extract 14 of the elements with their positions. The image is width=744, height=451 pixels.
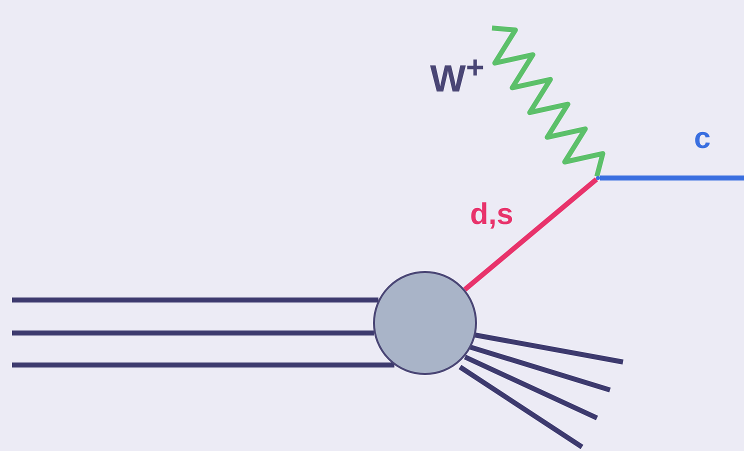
particle-line bbox=[474, 332, 624, 364]
particle-line bbox=[600, 176, 744, 180]
edge-label: W$^{+}$ bbox=[430, 52, 484, 99]
particle-line bbox=[469, 344, 611, 392]
particle-line bbox=[12, 330, 374, 336]
particle-line bbox=[12, 362, 394, 368]
particle-line bbox=[12, 298, 378, 302]
particle-line bbox=[458, 364, 584, 450]
edge-label: c bbox=[694, 124, 711, 154]
particle-line bbox=[464, 354, 598, 420]
vertex-dot bbox=[596, 176, 600, 180]
wavy-line bbox=[492, 26, 606, 177]
particle-line bbox=[463, 177, 598, 292]
edge-label: d,s bbox=[470, 200, 514, 230]
